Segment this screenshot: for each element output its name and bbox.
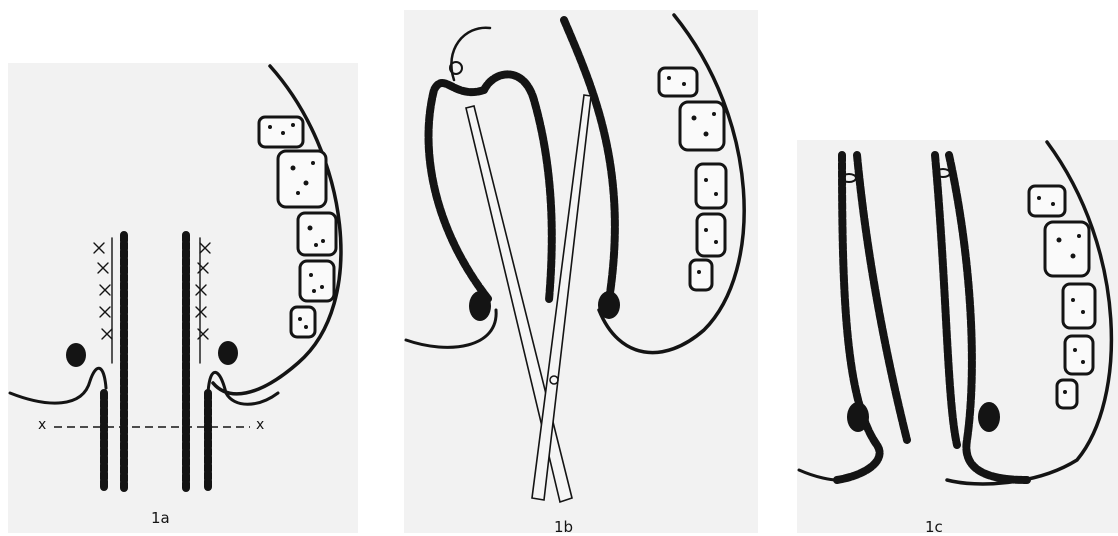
cut-marker-right: x: [256, 417, 264, 433]
panel-label-1c: 1c: [925, 518, 943, 536]
left-sphincter: [847, 402, 869, 432]
cut-marker-left: x: [38, 417, 46, 433]
diagram-1c: [797, 140, 1118, 533]
left-sphincter: [66, 343, 86, 367]
left-sphincter: [469, 291, 491, 321]
panel-1b: 1b: [404, 10, 758, 533]
everted-wall-outer-left: [429, 83, 489, 300]
diagram-1a: [8, 63, 358, 533]
vertebrae-column: [659, 68, 726, 290]
suture-marks: [94, 238, 210, 363]
bowel-wall-left-inner: [857, 155, 907, 440]
diagram-1b: [404, 10, 758, 533]
left-perineum: [10, 368, 106, 403]
left-perineum: [799, 470, 837, 480]
right-sphincter: [218, 341, 238, 365]
panel-1a: x x 1a: [8, 63, 358, 533]
bowel-loop-top: [451, 28, 490, 80]
panel-label-1b: 1b: [554, 518, 573, 536]
vertebrae-column: [1029, 186, 1095, 408]
panel-label-1a: 1a: [151, 509, 170, 527]
right-sphincter: [598, 291, 620, 319]
panel-1c: 1c: [797, 140, 1118, 533]
vertebrae-column: [259, 117, 336, 337]
right-sphincter: [978, 402, 1000, 432]
